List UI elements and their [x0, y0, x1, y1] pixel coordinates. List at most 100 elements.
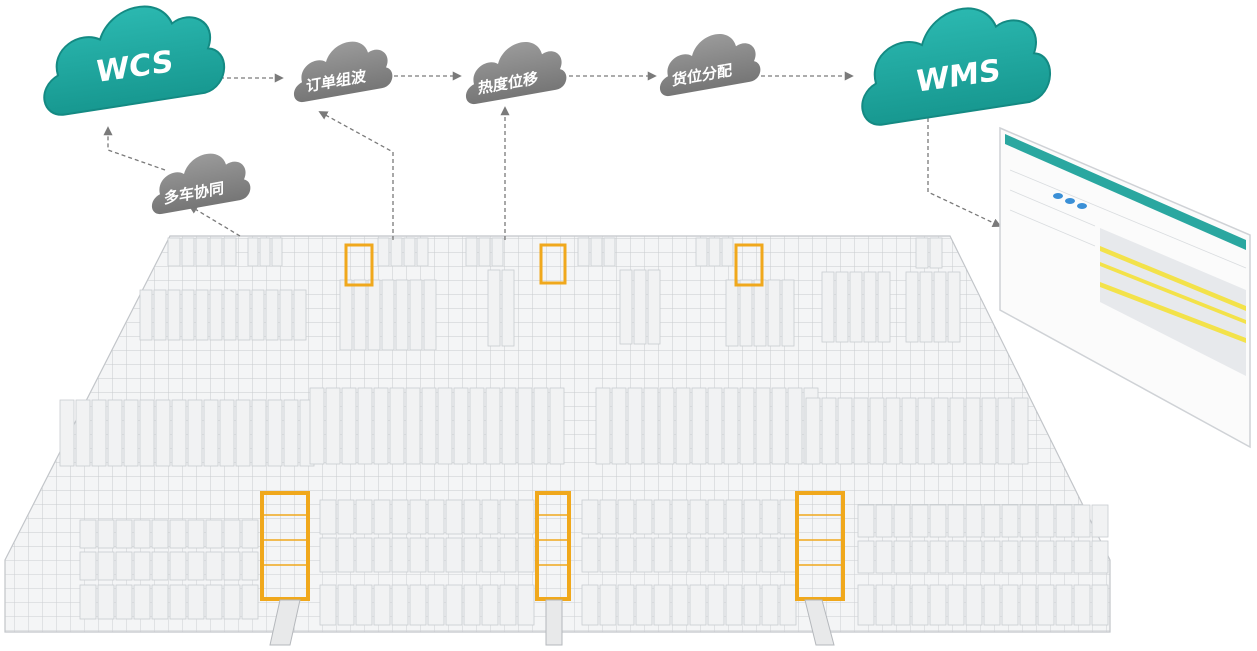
- storage-box: [151, 519, 169, 549]
- storage-box: [633, 269, 647, 345]
- storage-box: [671, 499, 689, 535]
- storage-box: [167, 237, 181, 267]
- storage-box: [91, 399, 107, 467]
- storage-box: [857, 504, 875, 538]
- storage-box: [487, 269, 501, 347]
- storage-box: [619, 269, 633, 345]
- storage-box: [929, 584, 947, 626]
- storage-box: [1091, 540, 1109, 574]
- storage-box: [755, 387, 771, 465]
- storage-box: [97, 519, 115, 549]
- storage-box: [169, 519, 187, 549]
- storage-box: [1019, 540, 1037, 574]
- storage-box: [929, 504, 947, 538]
- storage-box: [391, 584, 409, 626]
- storage-box: [981, 397, 997, 465]
- storage-box: [635, 499, 653, 535]
- storage-box: [437, 387, 453, 465]
- storage-box: [837, 397, 853, 465]
- storage-box: [167, 289, 181, 341]
- storage-box: [469, 387, 485, 465]
- storage-box: [79, 551, 97, 581]
- storage-box: [237, 289, 251, 341]
- storage-box: [577, 237, 590, 267]
- storage-box: [761, 584, 779, 626]
- slot-allocation-cloud: 货位分配: [660, 34, 761, 96]
- storage-box: [689, 584, 707, 626]
- storage-box: [917, 397, 933, 465]
- storage-box: [603, 237, 616, 267]
- storage-box: [805, 397, 821, 465]
- storage-box: [501, 269, 515, 347]
- storage-box: [1073, 540, 1091, 574]
- storage-box: [319, 537, 337, 573]
- storage-box: [187, 584, 205, 620]
- storage-box: [187, 399, 203, 467]
- storage-box: [409, 537, 427, 573]
- storage-box: [265, 289, 279, 341]
- storage-box: [279, 289, 293, 341]
- storage-box: [1073, 584, 1091, 626]
- storage-box: [675, 387, 691, 465]
- storage-box: [153, 289, 167, 341]
- storage-box: [1019, 584, 1037, 626]
- storage-box: [947, 540, 965, 574]
- storage-box: [723, 387, 739, 465]
- conveyors: [269, 599, 835, 646]
- storage-box: [205, 584, 223, 620]
- storage-box: [835, 271, 849, 343]
- storage-box: [337, 584, 355, 626]
- storage-box: [983, 584, 1001, 626]
- storage-box: [965, 540, 983, 574]
- storage-box: [647, 269, 661, 345]
- storage-box: [139, 399, 155, 467]
- storage-box: [1013, 397, 1029, 465]
- storage-box: [739, 387, 755, 465]
- storage-box: [1055, 584, 1073, 626]
- storage-box: [241, 551, 259, 581]
- storage-box: [481, 584, 499, 626]
- storage-box: [373, 584, 391, 626]
- storage-box: [187, 551, 205, 581]
- lift: [344, 243, 374, 287]
- storage-box: [195, 289, 209, 341]
- storage-box: [779, 537, 797, 573]
- storage-box: [223, 584, 241, 620]
- storage-box: [319, 584, 337, 626]
- storage-box: [635, 537, 653, 573]
- storage-box: [875, 540, 893, 574]
- storage-box: [151, 584, 169, 620]
- storage-box: [151, 551, 169, 581]
- storage-box: [390, 237, 403, 267]
- storage-box: [309, 387, 325, 465]
- wcs-cloud: WCS: [43, 5, 226, 116]
- storage-box: [325, 387, 341, 465]
- storage-box: [965, 504, 983, 538]
- storage-box: [905, 271, 919, 343]
- storage-box: [1019, 504, 1037, 538]
- storage-box: [590, 237, 603, 267]
- storage-box: [947, 584, 965, 626]
- storage-box: [391, 499, 409, 535]
- storage-box: [893, 504, 911, 538]
- storage-box: [997, 397, 1013, 465]
- storage-box: [409, 499, 427, 535]
- storage-box: [293, 289, 307, 341]
- storage-box: [671, 537, 689, 573]
- storage-box: [133, 584, 151, 620]
- storage-box: [911, 504, 929, 538]
- storage-box: [857, 540, 875, 574]
- storage-box: [107, 399, 123, 467]
- storage-box: [689, 537, 707, 573]
- storage-box: [499, 499, 517, 535]
- storage-box: [1001, 540, 1019, 574]
- storage-box: [821, 397, 837, 465]
- storage-box: [501, 387, 517, 465]
- storage-box: [983, 504, 1001, 538]
- storage-box: [875, 504, 893, 538]
- storage-box: [79, 584, 97, 620]
- storage-box: [341, 387, 357, 465]
- storage-box: [517, 537, 535, 573]
- storage-box: [421, 387, 437, 465]
- storage-box: [933, 271, 947, 343]
